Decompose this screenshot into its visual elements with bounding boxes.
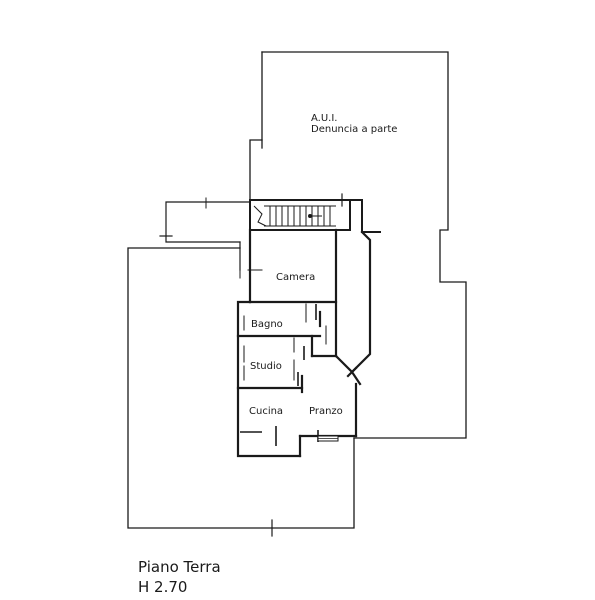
house-walls	[236, 228, 372, 458]
aui-label: A.U.I.	[311, 113, 337, 124]
floor-name: Piano Terra	[138, 558, 221, 576]
room-label-camera: Camera	[276, 272, 315, 283]
aui-perimeter	[261, 51, 467, 439]
stair-block	[249, 199, 351, 231]
room-label-cucina: Cucina	[249, 406, 283, 417]
room-label-studio: Studio	[250, 361, 282, 372]
garden-perimeter	[127, 247, 355, 529]
floor-height: H 2.70	[138, 578, 187, 596]
door-marks	[240, 304, 319, 446]
room-label-bagno: Bagno	[251, 319, 283, 330]
aui-note: Denuncia a parte	[311, 124, 397, 135]
room-label-pranzo: Pranzo	[309, 406, 343, 417]
aui-left-edge	[249, 51, 263, 201]
upper-left-yard	[165, 201, 251, 243]
wall-details	[239, 261, 327, 381]
stair-treads	[253, 205, 336, 227]
